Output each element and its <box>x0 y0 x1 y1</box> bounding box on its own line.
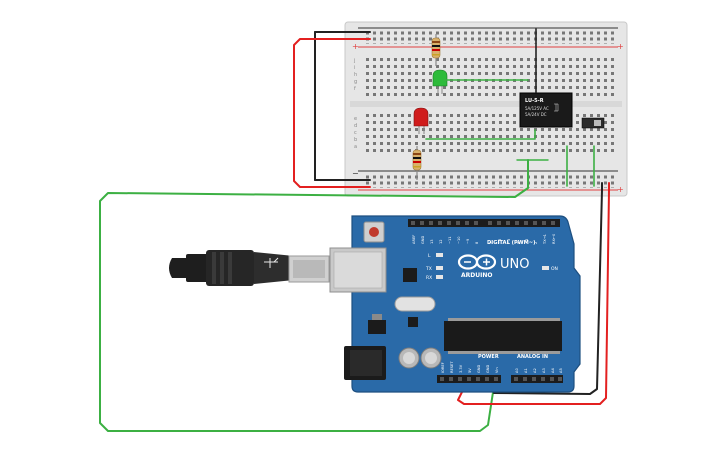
svg-text:RESET: RESET <box>450 361 454 373</box>
analog-pin-labels: A0 A1 A2 A3 A4 A5 <box>515 368 563 373</box>
rail-plus-right-bottom: + <box>617 185 624 194</box>
svg-text:e: e <box>354 116 357 122</box>
arduino-uno[interactable]: L TX RX ON AREF GND 13 12 ~11 ~10 ~9 <box>329 215 581 393</box>
svg-text:b: b <box>354 137 357 143</box>
relay-rating-dc: 5A/24V DC <box>525 112 547 117</box>
svg-text:f: f <box>354 86 356 92</box>
svg-text:d: d <box>354 123 357 129</box>
led-tx <box>436 266 443 270</box>
analog-header-pins <box>514 377 562 381</box>
arduino-model: UNO <box>500 257 529 272</box>
digital-pin-labels: AREF GND 13 12 ~11 ~10 ~9 8 7 ~6 ~5 4 ~3… <box>412 233 556 245</box>
svg-text:~3: ~3 <box>525 239 529 244</box>
rail-minus-left-bottom: − <box>352 169 359 178</box>
wire-green-redled-relay[interactable] <box>425 129 536 140</box>
reset-button-cap[interactable] <box>369 227 379 237</box>
svg-text:13: 13 <box>430 239 434 244</box>
led-tx-label: TX <box>425 266 432 272</box>
svg-text:TX→1: TX→1 <box>543 234 547 245</box>
led-on <box>542 266 549 270</box>
power-label: POWER <box>478 354 499 360</box>
svg-text:A2: A2 <box>533 368 537 373</box>
svg-text:a: a <box>354 144 357 150</box>
svg-text:7: 7 <box>489 242 493 244</box>
led-l-label: L <box>428 253 431 259</box>
svg-text:A3: A3 <box>542 368 546 373</box>
breadboard-body <box>344 21 628 197</box>
relay-model: LU-5-R <box>525 98 544 104</box>
svg-text:2: 2 <box>534 242 538 244</box>
svg-text:GND: GND <box>421 236 425 244</box>
relay-rating-ac: 5A/125V AC <box>525 106 549 111</box>
svg-text:~11: ~11 <box>448 236 452 244</box>
svg-text:A4: A4 <box>551 368 555 373</box>
bottom-rail-holes[interactable] <box>362 174 614 188</box>
resistor-bottom[interactable] <box>412 146 422 180</box>
svg-text:4: 4 <box>516 241 520 244</box>
analog-label: ANALOG IN <box>517 354 548 360</box>
slide-switch[interactable] <box>581 117 605 129</box>
svg-text:c: c <box>354 130 357 136</box>
svg-text:~5: ~5 <box>507 239 511 244</box>
digital-header-pins <box>411 221 555 225</box>
svg-text:~9: ~9 <box>466 238 470 244</box>
led-green[interactable] <box>432 69 448 94</box>
voltage-regulator <box>368 320 386 334</box>
small-chip <box>408 317 418 327</box>
rail-plus-left-top: + <box>352 42 359 51</box>
relay-body <box>519 92 573 128</box>
led-on-label: ON <box>551 266 558 272</box>
center-channel <box>350 101 622 107</box>
svg-text:A5: A5 <box>559 368 563 373</box>
atmega-pins <box>448 318 560 354</box>
resistor-top[interactable] <box>431 34 441 66</box>
svg-text:h: h <box>354 72 357 78</box>
arduino-brand: ARDUINO <box>461 272 492 279</box>
top-rail-holes[interactable] <box>362 30 614 44</box>
digital-label: DIGITAL (PWM~) <box>487 240 535 246</box>
svg-text:8: 8 <box>475 241 479 244</box>
svg-text:RX←0: RX←0 <box>552 233 556 244</box>
analog-header[interactable] <box>511 375 563 383</box>
led-rx-label: RX <box>426 275 432 281</box>
svg-text:~6: ~6 <box>498 238 502 244</box>
svg-text:~10: ~10 <box>457 236 461 244</box>
digital-header[interactable] <box>408 219 560 227</box>
usb-plug-icon[interactable] <box>169 250 330 286</box>
svg-text:GND: GND <box>486 365 490 373</box>
svg-text:Vin: Vin <box>495 367 499 373</box>
svg-text:GND: GND <box>477 365 481 373</box>
svg-text:AREF: AREF <box>412 235 416 244</box>
wire-red-left-loop[interactable] <box>293 38 371 188</box>
svg-text:j: j <box>353 58 355 64</box>
breadboard[interactable]: + + − + j i h g f e d c b a <box>344 21 628 197</box>
svg-text:IOREF: IOREF <box>441 362 445 373</box>
terminal-strip-top[interactable] <box>362 56 614 96</box>
row-labels: j i h g f e d c b a <box>353 58 357 150</box>
usb-chip <box>403 268 417 282</box>
power-pin-labels: IOREF RESET 3.3V 5V GND GND Vin <box>441 361 499 373</box>
svg-text:12: 12 <box>439 239 443 244</box>
svg-text:g: g <box>354 79 357 85</box>
svg-text:i: i <box>354 65 355 71</box>
terminal-strip-bottom[interactable] <box>362 114 614 156</box>
atmega-chip <box>444 321 562 351</box>
power-header-pins <box>440 377 498 381</box>
crystal-oscillator <box>394 296 436 312</box>
svg-text:3.3V: 3.3V <box>459 364 463 373</box>
relay[interactable]: LU-5-R 5A/125V AC 5A/24V DC <box>519 92 573 128</box>
svg-text:A0: A0 <box>515 368 519 373</box>
svg-text:A1: A1 <box>524 368 528 373</box>
svg-text:5V: 5V <box>468 368 472 373</box>
led-red[interactable] <box>413 107 429 134</box>
rail-plus-right-top: + <box>617 42 624 51</box>
wire-green-long-arduino[interactable] <box>99 159 529 432</box>
led-l <box>436 253 443 257</box>
arduino-infinity-icon <box>457 254 497 270</box>
led-rx <box>436 275 443 279</box>
